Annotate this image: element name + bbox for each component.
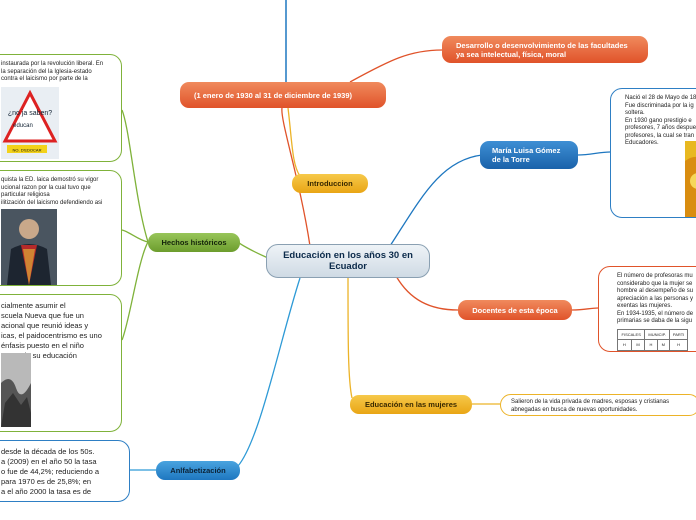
table-cell: 996: [630, 349, 646, 351]
note-analfabetizacion[interactable]: desde la década de los 50s. a (2009) en …: [0, 440, 130, 502]
note-escuela-nueva-text: cialmente asumir el scuela Nueva que fue…: [1, 301, 102, 360]
poster-image: ¿no ja saben? educan NO. D'EDOCAR: [1, 87, 59, 159]
node-analfabetizacion[interactable]: Anlfabetización: [156, 461, 240, 480]
central-topic-label: Educación en los años 30 en Ecuador: [283, 250, 413, 272]
note-maria-text: Nació el 28 de Mayo de 18 Fue discrimina…: [625, 95, 696, 146]
portrait-image: [1, 209, 57, 285]
teachers-table: FISCALES MUNICIP. PARTI H M H M H 347 99…: [616, 328, 689, 351]
node-mujeres-label: Educación en las mujeres: [364, 400, 458, 409]
node-maria-luisa[interactable]: María Luisa Gómez de la Torre: [480, 141, 578, 169]
table-header: PARTI: [668, 328, 689, 340]
table-subheader: H: [644, 339, 658, 351]
table-cell: 72: [656, 349, 670, 351]
note-maria[interactable]: Nació el 28 de Mayo de 18 Fue discrimina…: [610, 88, 696, 218]
node-docentes-label: Docentes de esta época: [472, 305, 558, 315]
table-header: MUNICIP.: [644, 328, 670, 340]
node-desarrollo[interactable]: Desarrollo o desenvolvimiento de las fac…: [442, 36, 648, 63]
node-desarrollo-label: Desarrollo o desenvolvimiento de las fac…: [456, 40, 628, 59]
poster-top-text: ¿no ja saben?: [8, 110, 52, 117]
node-date-range[interactable]: (1 enero de 1930 al 31 de diciembre de 1…: [180, 82, 386, 108]
note-docentes[interactable]: El número de profesoras mu considerabo q…: [598, 266, 696, 352]
table-cell: 20: [644, 349, 658, 351]
table-subheader: H: [668, 339, 689, 351]
node-hechos-historicos-label: Hechos históricos: [161, 238, 227, 247]
node-mujeres[interactable]: Educación en las mujeres: [350, 395, 472, 414]
central-topic[interactable]: Educación en los años 30 en Ecuador: [266, 244, 430, 278]
note-mujeres[interactable]: Salieron de la vida privada de madres, e…: [500, 394, 696, 416]
table-cell: 347: [617, 349, 632, 351]
note-laica[interactable]: quista la ED. laica demostró su vigor uc…: [0, 170, 122, 286]
table-subheader: M: [630, 339, 646, 351]
node-introduccion[interactable]: Introduccion: [292, 174, 368, 193]
note-liberal-text: instaurada por la revolución liberal. En…: [1, 61, 104, 82]
node-analfabetizacion-label: Anlfabetización: [170, 466, 226, 475]
note-liberal[interactable]: instaurada por la revolución liberal. En…: [0, 54, 122, 162]
poster-word-text: educan: [13, 123, 33, 129]
photo-image: [1, 353, 31, 427]
maria-image: [685, 141, 696, 217]
node-docentes[interactable]: Docentes de esta época: [458, 300, 572, 320]
node-introduccion-label: Introduccion: [307, 179, 353, 188]
note-escuela-nueva[interactable]: cialmente asumir el scuela Nueva que fue…: [0, 294, 122, 432]
node-hechos-historicos[interactable]: Hechos históricos: [148, 233, 240, 252]
note-laica-text: quista la ED. laica demostró su vigor uc…: [1, 177, 103, 206]
note-analfabetizacion-text: desde la década de los 50s. a (2009) en …: [1, 447, 99, 496]
node-maria-luisa-label: María Luisa Gómez de la Torre: [492, 146, 561, 164]
note-mujeres-text: Salieron de la vida privada de madres, e…: [511, 399, 670, 413]
table-subheader: M: [656, 339, 670, 351]
note-docentes-text: El número de profesoras mu considerabo q…: [617, 273, 694, 324]
table-subheader: H: [617, 339, 632, 351]
table-header: FISCALES: [616, 328, 646, 340]
poster-bottom-text: NO. D'EDOCAR: [13, 148, 42, 153]
table-cell: 53: [668, 349, 689, 351]
node-date-range-label: (1 enero de 1930 al 31 de diciembre de 1…: [194, 90, 352, 100]
